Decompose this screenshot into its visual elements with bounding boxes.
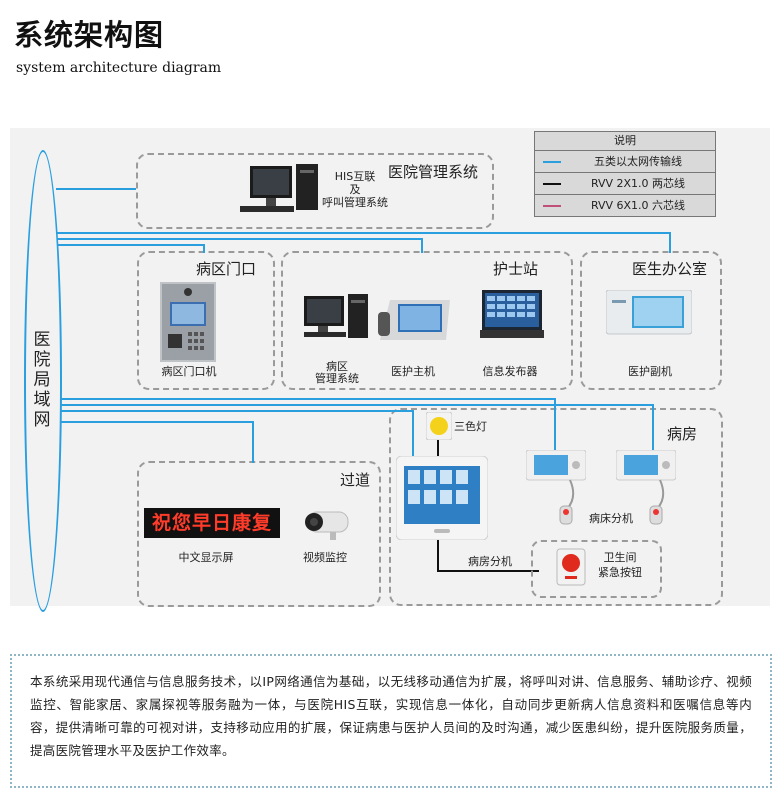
ward-mgmt-label: 病区 管理系统 bbox=[306, 361, 368, 385]
hospital-lan-ellipse bbox=[24, 150, 62, 612]
legend: 说明 五类以太网传输线 RVV 2X1.0 两芯线 RVV 6X1.0 六芯线 bbox=[534, 131, 716, 217]
toilet-label-line: 紧急按钮 bbox=[598, 566, 642, 579]
his-label-line: 呼叫管理系统 bbox=[322, 196, 388, 209]
toilet-label-line: 卫生间 bbox=[603, 551, 637, 564]
doctor-sub-station-label: 医护副机 bbox=[628, 365, 672, 378]
lan-char: 局 bbox=[33, 370, 51, 390]
page-title: 系统架构图 bbox=[14, 18, 165, 52]
bed-terminal-icon bbox=[616, 450, 676, 525]
door-intercom-icon bbox=[160, 282, 216, 362]
hospital-lan-label: 医 院 局 域 网 bbox=[28, 330, 56, 430]
ward-door-title: 病区门口 bbox=[196, 260, 257, 278]
two-core-line bbox=[437, 540, 439, 572]
lan-char: 院 bbox=[33, 350, 51, 370]
legend-label: RVV 2X1.0 两芯线 bbox=[590, 177, 686, 190]
net-line bbox=[652, 404, 654, 450]
bed-terminal-icon bbox=[526, 450, 586, 525]
net-line bbox=[56, 232, 671, 234]
net-line bbox=[421, 238, 423, 253]
net-line bbox=[56, 421, 254, 423]
doctor-office-title: 医生办公室 bbox=[632, 260, 708, 278]
tricolor-lamp-label: 三色灯 bbox=[454, 420, 487, 433]
ward-management-computer-icon bbox=[304, 294, 368, 338]
ward-mgmt-label-line: 管理系统 bbox=[315, 372, 359, 385]
two-core-line bbox=[437, 440, 439, 458]
nurse-station-title: 护士站 bbox=[493, 260, 539, 278]
net-line bbox=[56, 410, 414, 412]
description-text: 本系统采用现代通信与信息服务技术，以IP网络通信为基础，以无线移动通信为扩展，将… bbox=[30, 674, 752, 758]
net-line bbox=[56, 238, 423, 240]
camera-label: 视频监控 bbox=[303, 551, 347, 564]
legend-item: RVV 2X1.0 两芯线 bbox=[535, 173, 715, 195]
ward-room-title: 病房 bbox=[667, 425, 698, 443]
nurse-master-label: 医护主机 bbox=[391, 365, 435, 378]
bed-terminal-label: 病床分机 bbox=[589, 512, 633, 525]
lan-char: 网 bbox=[33, 410, 51, 430]
led-display-label: 中文显示屏 bbox=[178, 551, 234, 564]
desktop-computer-icon bbox=[240, 164, 318, 212]
legend-title: 说明 bbox=[535, 132, 715, 151]
legend-item: 五类以太网传输线 bbox=[535, 151, 715, 173]
toilet-box bbox=[531, 540, 662, 598]
net-line bbox=[56, 188, 136, 190]
room-terminal-icon bbox=[396, 456, 488, 540]
description-box: 本系统采用现代通信与信息服务技术，以IP网络通信为基础，以无线移动通信为扩展，将… bbox=[10, 654, 772, 788]
his-label-line: 及 bbox=[349, 183, 361, 196]
net-line bbox=[56, 398, 556, 400]
net-line bbox=[203, 244, 205, 253]
legend-swatch bbox=[543, 204, 561, 207]
two-core-line bbox=[437, 570, 539, 572]
his-device-label: HIS互联 及 呼叫管理系统 bbox=[322, 170, 388, 209]
net-line bbox=[554, 398, 556, 450]
tricolor-lamp-icon bbox=[426, 412, 452, 440]
net-line bbox=[252, 421, 254, 463]
legend-swatch bbox=[543, 160, 561, 163]
ward-door-device-label: 病区门口机 bbox=[161, 365, 217, 378]
camera-icon bbox=[305, 511, 349, 540]
page-subtitle: system architecture diagram bbox=[16, 60, 222, 76]
lan-char: 域 bbox=[33, 390, 51, 410]
emergency-button-icon bbox=[556, 548, 586, 586]
legend-label: 五类以太网传输线 bbox=[594, 155, 682, 168]
legend-label: RVV 6X1.0 六芯线 bbox=[590, 199, 686, 212]
legend-swatch bbox=[543, 182, 561, 185]
room-terminal-label: 病房分机 bbox=[468, 555, 512, 568]
net-line bbox=[56, 404, 654, 406]
net-line bbox=[56, 244, 205, 246]
net-line bbox=[669, 232, 671, 253]
info-publisher-icon bbox=[480, 290, 544, 338]
toilet-button-label: 卫生间 紧急按钮 bbox=[590, 550, 650, 580]
led-display-text: 祝您早日康复 bbox=[144, 508, 280, 538]
his-system-title: 医院管理系统 bbox=[388, 163, 479, 181]
info-publisher-label: 信息发布器 bbox=[482, 365, 538, 378]
his-label-line: HIS互联 bbox=[334, 170, 376, 183]
doctor-sub-station-icon bbox=[606, 290, 692, 335]
net-line bbox=[412, 410, 414, 458]
ward-mgmt-label-line: 病区 bbox=[326, 360, 348, 373]
legend-item: RVV 6X1.0 六芯线 bbox=[535, 195, 715, 216]
nurse-master-station-icon bbox=[378, 300, 450, 340]
lan-char: 医 bbox=[33, 330, 51, 350]
corridor-title: 过道 bbox=[340, 471, 371, 489]
